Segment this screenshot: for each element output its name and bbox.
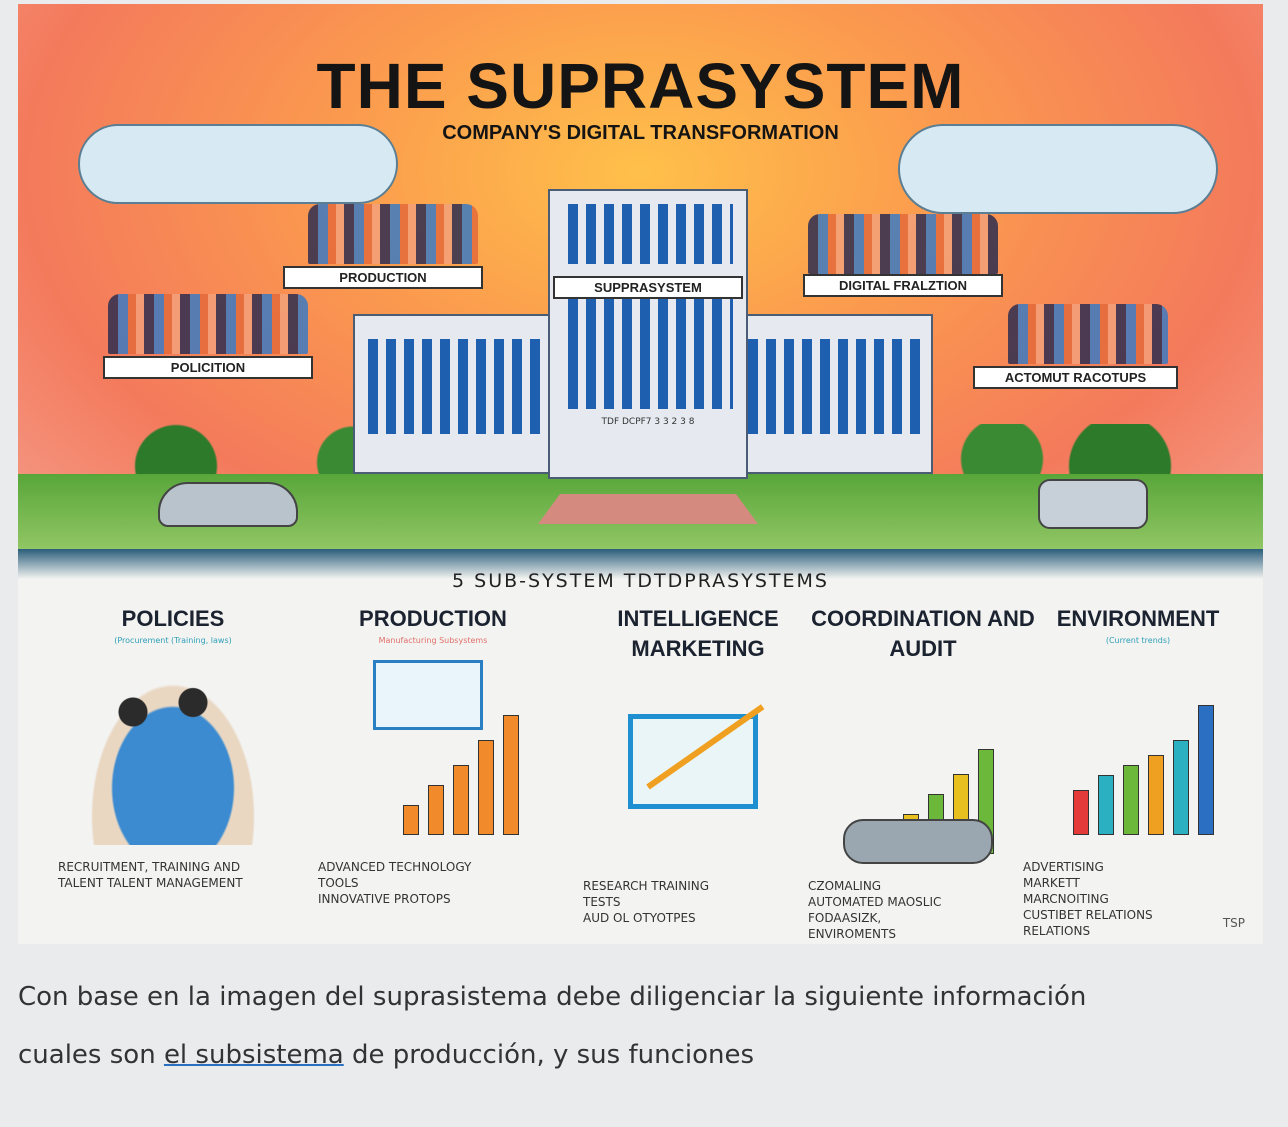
people-group-production — [308, 204, 478, 264]
column-title: ENVIRONMENT — [1056, 606, 1220, 631]
subsystem-link[interactable]: el subsistema — [163, 1040, 344, 1070]
meeting-people-image — [73, 655, 273, 845]
label-digital: DIGITAL FRALZTION — [803, 274, 1003, 297]
label-policies: POLICITION — [103, 356, 313, 379]
column-subtitle: (Current trends) — [1105, 636, 1171, 645]
label-production: PRODUCTION — [283, 266, 483, 289]
tower-windows-top — [568, 204, 733, 264]
column-environment: ENVIRONMENT (Current trends) ADVERTISING… — [1023, 604, 1253, 939]
stairs — [538, 494, 758, 524]
column-items: RECRUITMENT, TRAINING AND TALENT TALENT … — [58, 860, 243, 890]
people-group-policies — [108, 294, 308, 354]
signature: TSP — [1222, 916, 1245, 930]
marketing-monitor-image — [598, 674, 798, 864]
building-columns-right — [748, 339, 923, 434]
car-left — [158, 482, 298, 527]
question-line-2: cuales son el subsistema de producción, … — [18, 1040, 755, 1070]
column-title: INTELLIGENCE MARKETING — [617, 606, 779, 661]
subsystems-title: 5 SUB-SYSTEM TDTDPRASYSTEMS — [452, 570, 829, 592]
production-chart-image — [333, 655, 533, 845]
building-columns-left — [368, 339, 553, 434]
label-account: ACTOMUT RACOTUPS — [973, 366, 1178, 389]
people-group-account — [1008, 304, 1168, 364]
column-title: COORDINATION AND AUDIT — [811, 606, 1035, 661]
illustration-title: THE SUPRASYSTEM — [316, 50, 965, 122]
car-right — [1038, 479, 1148, 529]
column-subtitle: Manufacturing Subsystems — [378, 636, 488, 645]
question-line-1: Con base en la imagen del suprasistema d… — [18, 982, 1087, 1012]
suprasystem-illustration: THE SUPRASYSTEM COMPANY'S DIGITAL TRANSF… — [18, 4, 1263, 944]
illustration-subtitle: COMPANY'S DIGITAL TRANSFORMATION — [442, 122, 839, 144]
column-production: PRODUCTION Manufacturing Subsystems ADVA… — [318, 604, 548, 907]
machinery-growth-image — [823, 674, 1023, 864]
road — [18, 549, 1263, 579]
label-building: SUPPRASYSTEM — [553, 276, 743, 299]
column-policies: POLICIES (Procurement (Training, laws) R… — [58, 604, 288, 891]
column-subtitle: (Procurement (Training, laws) — [114, 636, 232, 645]
question-text: Con base en la imagen del suprasistema d… — [18, 968, 1086, 1084]
tower-windows — [568, 299, 733, 409]
column-title: PRODUCTION — [359, 606, 507, 631]
building-sign: TDF DCPF7 3 3 2 3 8 — [601, 417, 695, 427]
cloud-left — [78, 124, 398, 204]
environment-bar-chart — [1038, 655, 1238, 845]
column-intelligence-marketing: INTELLIGENCE MARKETING RESEARCH TRAINING… — [583, 604, 813, 926]
column-title: POLICIES — [121, 606, 225, 631]
cloud-right — [898, 124, 1218, 214]
people-group-digital — [808, 214, 998, 274]
